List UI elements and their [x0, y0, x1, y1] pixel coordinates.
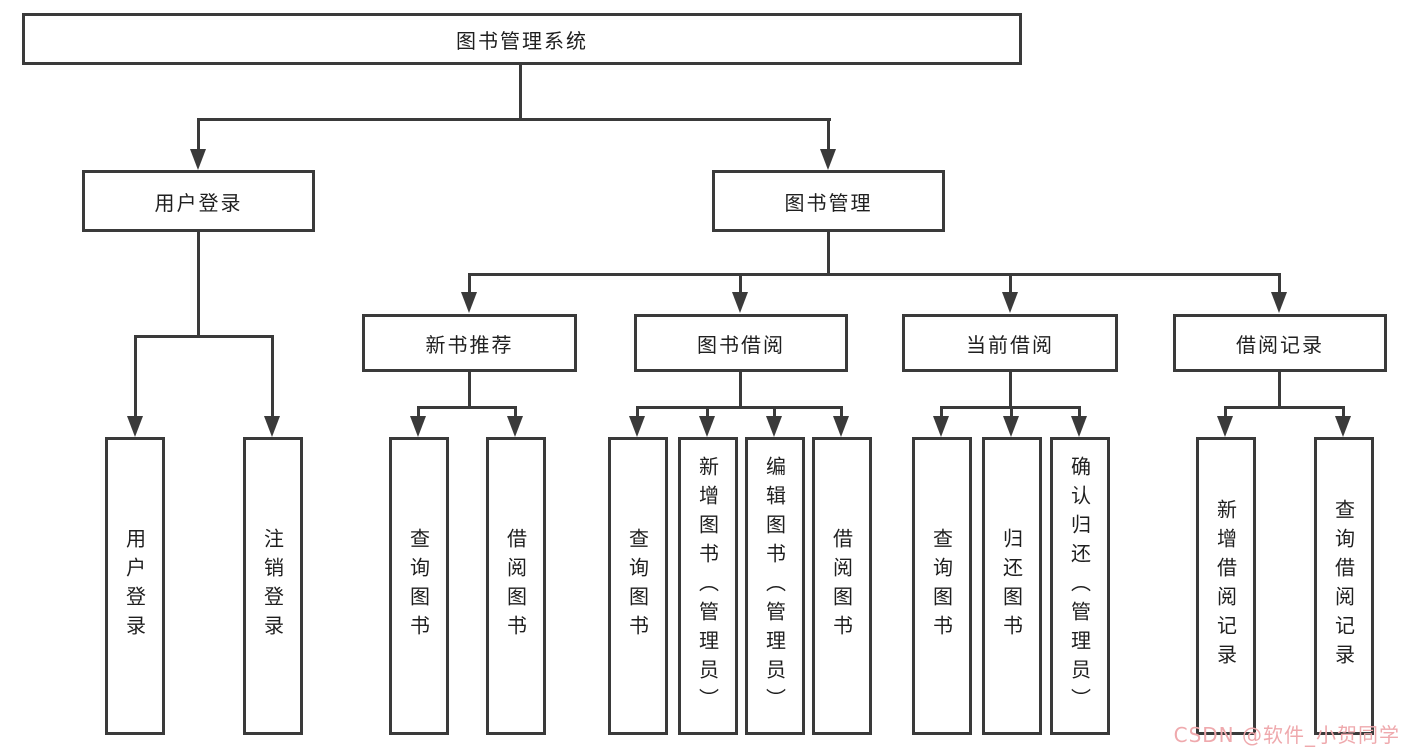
connector-line	[636, 406, 639, 419]
connector-line	[468, 273, 471, 295]
leaf-label: 编辑图书（管理员）	[762, 455, 787, 717]
node-current-borrow: 当前借阅	[902, 314, 1118, 372]
arrowhead-down-icon	[766, 416, 782, 437]
connector-line	[827, 232, 830, 276]
connector-line	[1278, 273, 1281, 295]
leaf-query-borrow-record: 查询借阅记录	[1314, 437, 1374, 735]
leaf-label: 新增借阅记录	[1213, 499, 1238, 673]
leaf-add-books-admin: 新增图书（管理员）	[678, 437, 738, 735]
leaf-label: 查询图书	[929, 528, 954, 644]
connector-line	[468, 273, 1281, 276]
connector-line	[519, 65, 522, 120]
connector-line	[1009, 273, 1012, 295]
connector-line	[197, 232, 200, 335]
connector-line	[417, 406, 420, 419]
connector-line	[940, 406, 943, 419]
connector-line	[514, 406, 517, 419]
arrowhead-down-icon	[1217, 416, 1233, 437]
arrowhead-down-icon	[127, 416, 143, 437]
arrowhead-down-icon	[1335, 416, 1351, 437]
connector-line	[1078, 406, 1081, 419]
leaf-borrow-books-recommend: 借阅图书	[486, 437, 546, 735]
connector-line	[197, 118, 831, 121]
connector-line	[1010, 406, 1013, 419]
leaf-label: 注销登录	[260, 528, 285, 644]
arrowhead-down-icon	[1003, 416, 1019, 437]
arrowhead-down-icon	[1002, 292, 1018, 313]
connector-line	[739, 273, 742, 295]
leaf-label: 用户登录	[122, 528, 147, 644]
connector-line	[271, 335, 274, 419]
leaf-label: 确认归还（管理员）	[1067, 455, 1092, 717]
leaf-query-books-current: 查询图书	[912, 437, 972, 735]
connector-line	[739, 372, 742, 406]
leaf-user-login: 用户登录	[105, 437, 165, 735]
leaf-label: 借阅图书	[503, 528, 528, 644]
arrowhead-down-icon	[933, 416, 949, 437]
connector-line	[1342, 406, 1345, 419]
leaf-label: 新增图书（管理员）	[695, 455, 720, 717]
arrowhead-down-icon	[410, 416, 426, 437]
arrowhead-down-icon	[833, 416, 849, 437]
leaf-return-books: 归还图书	[982, 437, 1042, 735]
arrowhead-down-icon	[461, 292, 477, 313]
arrowhead-down-icon	[507, 416, 523, 437]
leaf-edit-books-admin: 编辑图书（管理员）	[745, 437, 805, 735]
leaf-label: 借阅图书	[829, 528, 854, 644]
connector-line	[197, 118, 200, 152]
leaf-borrow-books: 借阅图书	[812, 437, 872, 735]
arrowhead-down-icon	[1071, 416, 1087, 437]
node-book-borrow: 图书借阅	[634, 314, 848, 372]
connector-line	[1224, 406, 1227, 419]
arrowhead-down-icon	[190, 149, 206, 170]
connector-line	[417, 406, 517, 409]
arrowhead-down-icon	[264, 416, 280, 437]
arrowhead-down-icon	[699, 416, 715, 437]
connector-line	[840, 406, 843, 419]
connector-line	[134, 335, 274, 338]
connector-line	[706, 406, 709, 419]
leaf-label: 查询图书	[625, 528, 650, 644]
csdn-watermark: CSDN @软件_小贺同学	[1173, 723, 1400, 747]
leaf-label: 查询借阅记录	[1331, 499, 1356, 673]
connector-line	[636, 406, 843, 409]
connector-line	[1278, 372, 1281, 406]
leaf-add-borrow-record: 新增借阅记录	[1196, 437, 1256, 735]
node-new-book-recommend: 新书推荐	[362, 314, 577, 372]
leaf-logout: 注销登录	[243, 437, 303, 735]
connector-line	[134, 335, 137, 419]
arrowhead-down-icon	[629, 416, 645, 437]
node-user-login: 用户登录	[82, 170, 315, 232]
leaf-confirm-return-admin: 确认归还（管理员）	[1050, 437, 1110, 735]
connector-line	[468, 372, 471, 406]
arrowhead-down-icon	[820, 149, 836, 170]
connector-line	[773, 406, 776, 419]
node-root-system: 图书管理系统	[22, 13, 1022, 65]
connector-line	[1224, 406, 1344, 409]
arrowhead-down-icon	[732, 292, 748, 313]
connector-line	[1009, 372, 1012, 406]
node-borrow-records: 借阅记录	[1173, 314, 1387, 372]
leaf-label: 查询图书	[406, 528, 431, 644]
leaf-label: 归还图书	[999, 528, 1024, 644]
leaf-query-books-recommend: 查询图书	[389, 437, 449, 735]
leaf-query-books-borrow: 查询图书	[608, 437, 668, 735]
arrowhead-down-icon	[1271, 292, 1287, 313]
connector-line	[827, 118, 830, 152]
node-book-management: 图书管理	[712, 170, 945, 232]
